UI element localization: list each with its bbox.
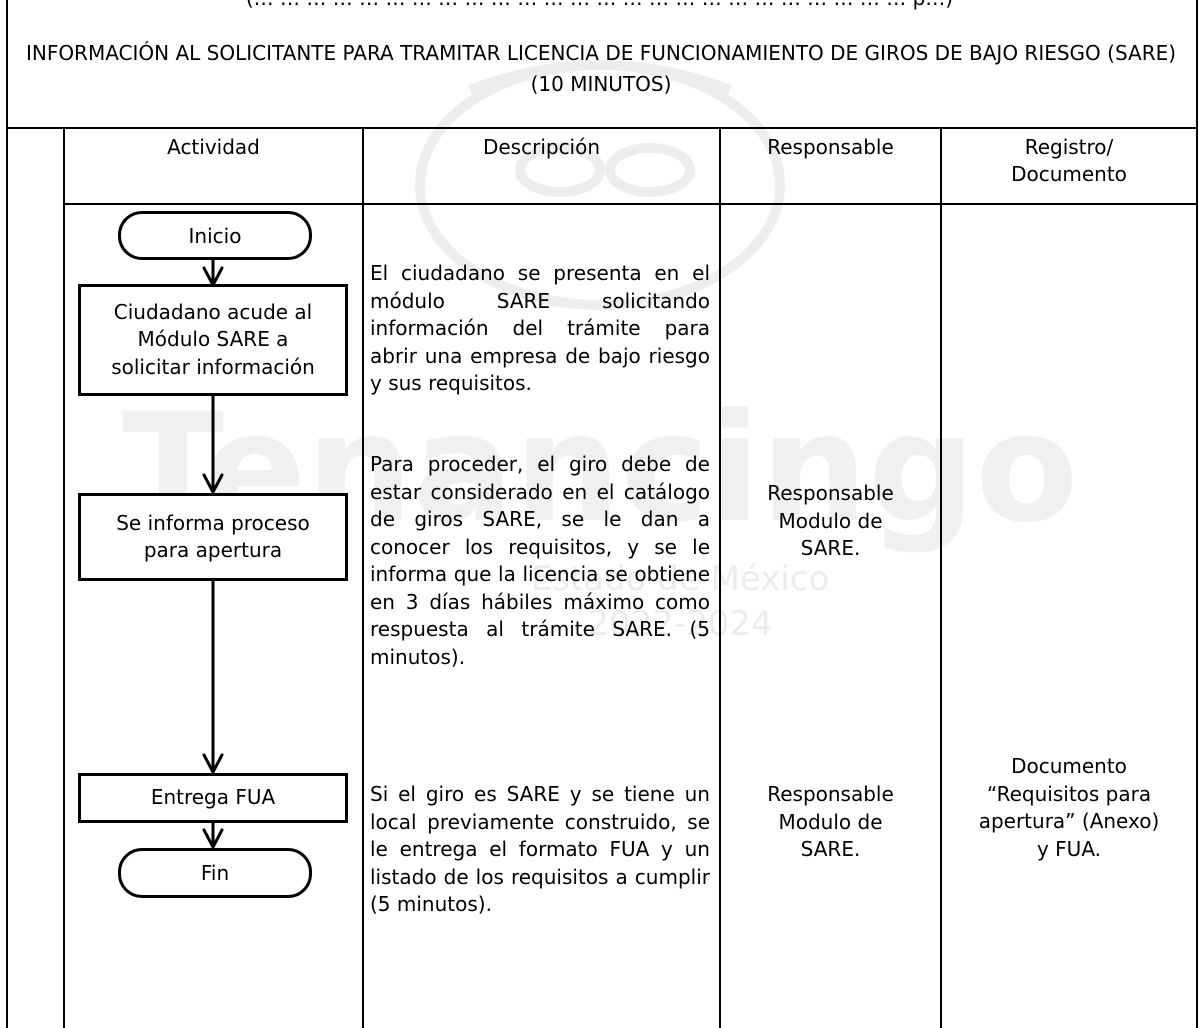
header-responsable: Responsable bbox=[767, 135, 894, 159]
col-divider-3 bbox=[719, 128, 721, 1028]
flow-step-ciudadano-acude: Ciudadano acude al Módulo SARE a solicit… bbox=[78, 284, 348, 396]
description-1: El ciudadano se presenta en el módulo SA… bbox=[370, 261, 710, 395]
col-divider-4 bbox=[940, 128, 942, 1028]
col-divider-1 bbox=[63, 128, 65, 1028]
responsable-2-line2: Modulo de bbox=[778, 809, 883, 834]
registro-line4: y FUA. bbox=[1036, 836, 1102, 861]
responsable-2-line3: SARE. bbox=[800, 837, 861, 861]
step2-line1: Se informa proceso bbox=[116, 510, 310, 535]
responsable-2: Responsable Modulo de SARE. bbox=[721, 781, 940, 864]
responsable-1-line1: Responsable bbox=[767, 481, 894, 505]
registro-line2: “Requisitos para bbox=[986, 781, 1152, 806]
step1-line2: Módulo SARE a bbox=[137, 327, 289, 352]
header-registro-line1: Registro/ bbox=[1024, 135, 1114, 159]
flow-end-label: Fin bbox=[200, 861, 230, 885]
description-3: Si el giro es SARE y se tiene un local p… bbox=[370, 782, 710, 916]
responsable-2-line1: Responsable bbox=[767, 782, 894, 806]
cut-off-heading: (… … … … … … … … … … … … … … … … … … … …… bbox=[0, 0, 1199, 8]
header-registro: Registro/ Documento bbox=[942, 134, 1196, 188]
step3-label: Entrega FUA bbox=[150, 785, 276, 810]
responsable-1-line3: SARE. bbox=[800, 536, 861, 560]
header-row-divider bbox=[63, 203, 1198, 205]
description-2: Para proceder, el giro debe de estar con… bbox=[370, 452, 710, 669]
arrowhead-2 bbox=[202, 473, 224, 494]
table-border-left bbox=[6, 0, 8, 1028]
registro-documento: Documento “Requisitos para apertura” (An… bbox=[942, 753, 1196, 863]
table-border-right bbox=[1196, 0, 1198, 1028]
responsable-1-line2: Modulo de bbox=[778, 508, 883, 533]
table-title: INFORMACIÓN AL SOLICITANTE PARA TRAMITAR… bbox=[25, 41, 1177, 96]
responsable-1: Responsable Modulo de SARE. bbox=[721, 480, 940, 563]
registro-line3: apertura” (Anexo) bbox=[978, 809, 1160, 833]
flow-step-entrega-fua: Entrega FUA bbox=[78, 773, 348, 823]
arrowhead-4 bbox=[202, 828, 224, 849]
col-divider-2 bbox=[362, 128, 364, 1028]
header-registro-line2: Documento bbox=[1011, 162, 1127, 186]
arrowhead-3 bbox=[202, 753, 224, 774]
title-row-divider bbox=[6, 127, 1198, 129]
header-actividad: Actividad bbox=[167, 135, 260, 159]
flow-end-terminator: Fin bbox=[118, 848, 312, 898]
step1-line3: solicitar información bbox=[111, 354, 315, 379]
flow-step-informa-proceso: Se informa proceso para apertura bbox=[78, 493, 348, 581]
step1-line1: Ciudadano acude al bbox=[113, 299, 313, 324]
flow-start-terminator: Inicio bbox=[118, 211, 312, 260]
step2-line2: para apertura bbox=[143, 538, 283, 562]
flow-start-label: Inicio bbox=[188, 223, 242, 248]
registro-line1: Documento bbox=[1011, 754, 1127, 778]
header-descripcion: Descripción bbox=[482, 135, 601, 159]
